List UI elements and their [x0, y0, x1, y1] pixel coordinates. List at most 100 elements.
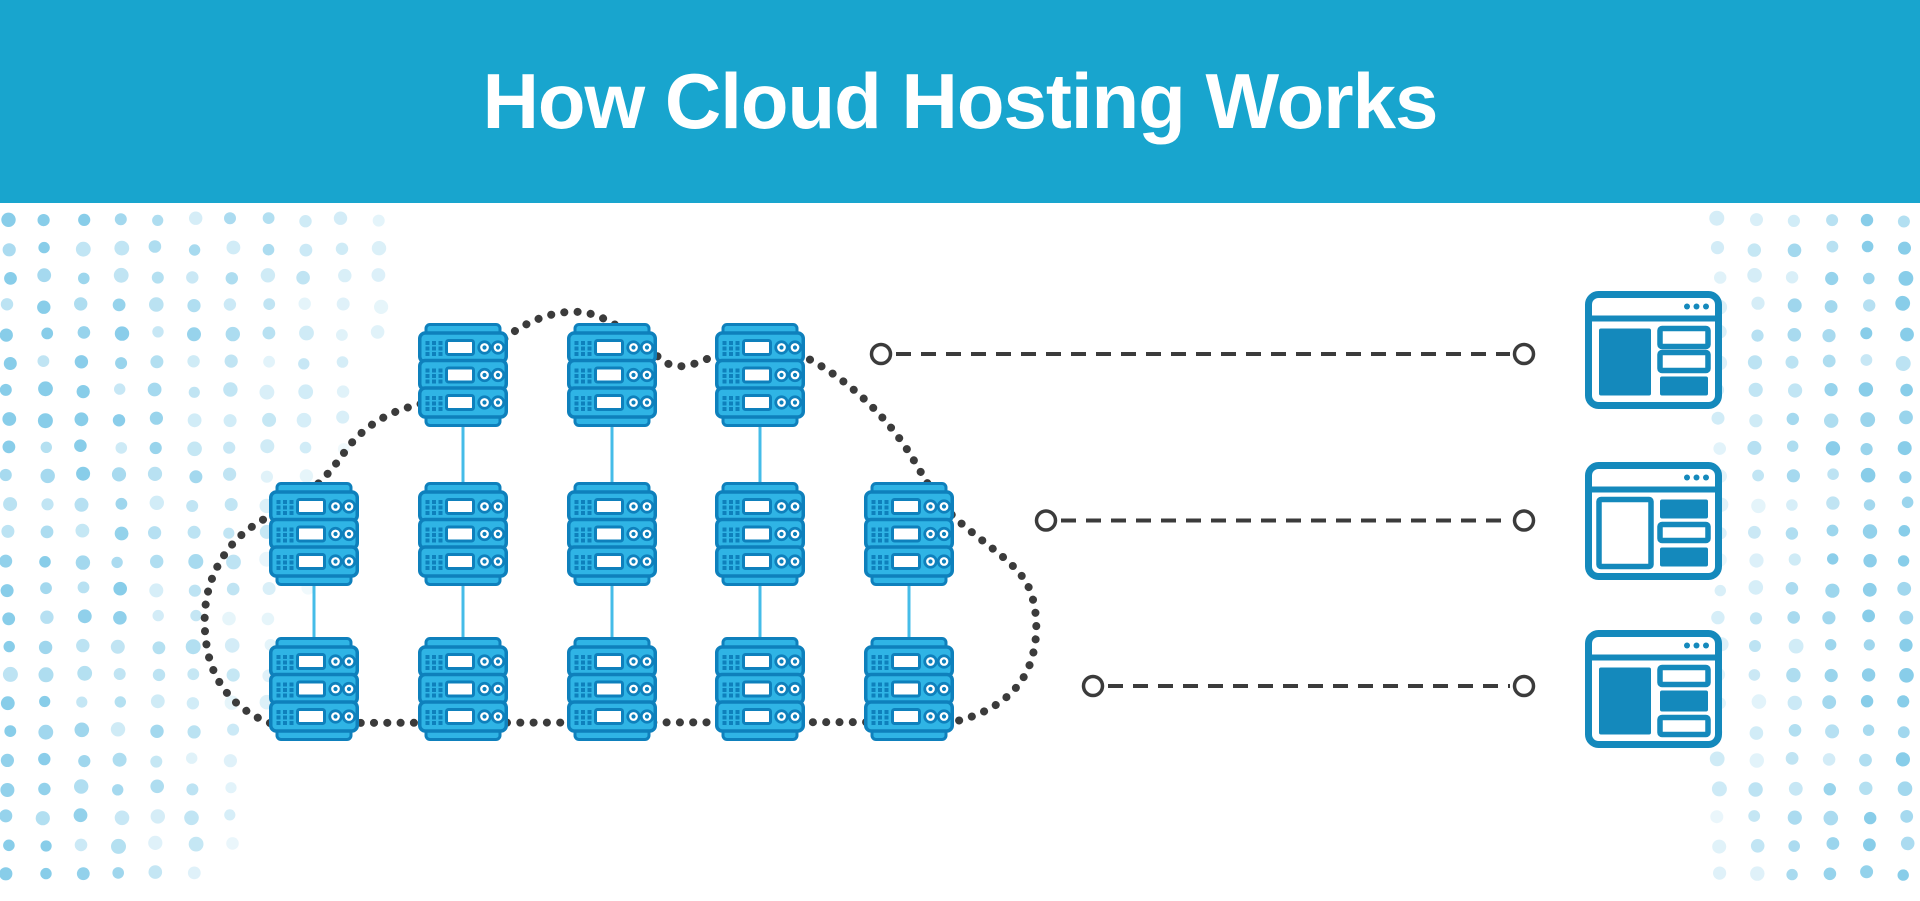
halftone-dot [112, 784, 124, 796]
connection-links [869, 342, 1536, 698]
halftone-dot [299, 325, 314, 341]
halftone-dot [1787, 298, 1802, 313]
halftone-dot [112, 414, 126, 427]
halftone-dot [74, 439, 87, 453]
halftone-dot [1788, 840, 1800, 852]
halftone-dot [35, 811, 50, 826]
halftone-dot [1710, 241, 1725, 255]
server-stack-icon [567, 481, 657, 587]
halftone-dot [40, 840, 52, 852]
halftone-dot [1749, 612, 1763, 625]
halftone-dot [0, 468, 12, 482]
halftone-dot [1863, 272, 1875, 285]
halftone-dot [226, 837, 239, 850]
halftone-dot [77, 581, 90, 594]
halftone-dot [1748, 782, 1763, 797]
halftone-dot [223, 382, 238, 397]
halftone-dot [1859, 753, 1872, 767]
halftone-dot [149, 297, 164, 312]
halftone-dot [1824, 300, 1838, 313]
halftone-dot [2, 440, 16, 454]
halftone-dot [40, 582, 52, 595]
halftone-dot [333, 211, 348, 225]
halftone-dot [1748, 580, 1764, 595]
halftone-dot [336, 297, 350, 311]
halftone-dot [1862, 609, 1875, 623]
halftone-dot [1825, 441, 1841, 456]
halftone-dot [1823, 810, 1839, 826]
halftone-dot [187, 441, 202, 457]
halftone-dot [262, 243, 275, 256]
halftone-dot [1786, 469, 1800, 483]
halftone-dot [1863, 554, 1877, 568]
halftone-dot [152, 214, 164, 226]
halftone-dot [150, 694, 165, 709]
halftone-dot [0, 809, 13, 823]
halftone-dot [2, 412, 17, 426]
halftone-dot [1900, 383, 1913, 397]
halftone-dot [41, 498, 54, 511]
halftone-dot [75, 523, 90, 538]
halftone-dot [1826, 524, 1839, 537]
halftone-dot [1787, 328, 1802, 342]
halftone-dot [2, 666, 18, 682]
halftone-dot [114, 326, 130, 341]
halftone-dot [187, 725, 201, 739]
halftone-dot [114, 526, 129, 541]
halftone-dot [112, 867, 124, 879]
halftone-dot [187, 327, 201, 342]
halftone-dot [262, 412, 277, 427]
halftone-dot [77, 665, 93, 681]
halftone-dot [223, 467, 237, 481]
halftone-dot [76, 696, 88, 708]
halftone-dot [296, 270, 310, 285]
halftone-dot [1860, 865, 1874, 879]
halftone-dot [149, 441, 162, 455]
halftone-dot [371, 268, 386, 282]
halftone-dot [111, 556, 123, 569]
halftone-dot [1751, 296, 1765, 310]
halftone-dot [0, 783, 15, 797]
browser-icons [1585, 291, 1722, 748]
halftone-dot [1711, 781, 1727, 797]
server-stack-icon [567, 322, 657, 428]
halftone-dot [261, 612, 275, 626]
halftone-dot [1899, 610, 1914, 625]
halftone-dot [3, 839, 15, 852]
halftone-dot [1785, 271, 1799, 284]
halftone-dot [113, 267, 129, 283]
halftone-dot [110, 722, 126, 737]
halftone-dot [1751, 498, 1766, 514]
halftone-dot [298, 297, 311, 310]
halftone-dot [1747, 440, 1762, 455]
halftone-dot [38, 381, 53, 397]
halftone-dot [223, 441, 236, 454]
halftone-dot [1827, 553, 1839, 565]
halftone-dot [1860, 695, 1874, 708]
halftone-dot [1897, 726, 1910, 739]
halftone-dot [1749, 640, 1761, 652]
halftone-dot [149, 495, 164, 510]
halftone-dot [40, 867, 52, 880]
halftone-dot [299, 215, 312, 228]
halftone-dot [1862, 724, 1875, 736]
halftone-dot [115, 357, 128, 370]
halftone-dot [38, 241, 50, 254]
halftone-dot [1825, 724, 1840, 739]
halftone-dot [1750, 213, 1763, 227]
halftone-dot [113, 668, 126, 680]
halftone-dot [1786, 412, 1800, 426]
halftone-dot [1787, 695, 1803, 711]
halftone-dot [1860, 412, 1876, 427]
link-endpoint-circle [1081, 674, 1105, 698]
halftone-dot [1788, 781, 1803, 796]
halftone-dot [0, 383, 12, 396]
halftone-dot [1900, 836, 1915, 851]
halftone-dot [76, 638, 90, 653]
halftone-dot [186, 752, 198, 764]
halftone-dot [74, 297, 88, 311]
halftone-dot [1822, 753, 1836, 766]
halftone-dot [1862, 524, 1878, 539]
halftone-dot [150, 779, 164, 794]
